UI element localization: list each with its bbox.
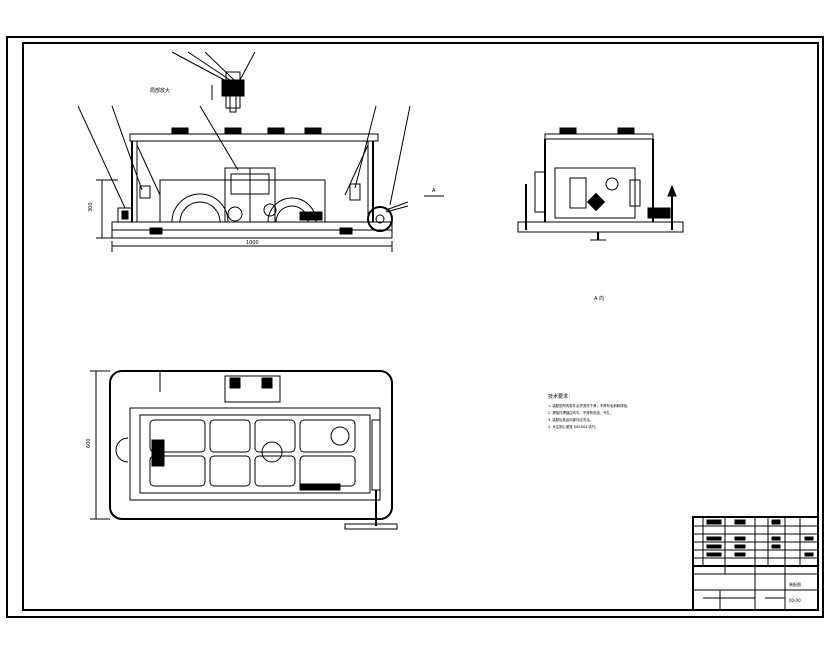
front-view (77, 105, 444, 252)
section-view-label: A 向 (594, 295, 604, 302)
side-view (517, 127, 684, 241)
tech-req-heading: 技术要求： (548, 393, 573, 400)
section-marker: A (432, 188, 436, 194)
tech-req-item-1: 1. 装配前所有零件必须清洗干净，不得有毛刺和锈蚀。 (548, 403, 630, 408)
outer-border (6, 36, 824, 618)
tech-req-item-3: 3. 装配后各运动部件应灵活。 (548, 417, 593, 422)
detail-label: 局部放大 (150, 87, 170, 94)
tech-req-item-4: 4. 未注明公差按 GB1804 执行。 (548, 424, 599, 429)
drawing-number: 00-00 (789, 598, 801, 603)
plan-view (90, 370, 398, 530)
dimension-width: 600 (86, 438, 92, 448)
inner-border (22, 42, 819, 611)
dimension-height: 300 (88, 202, 94, 212)
detail-view (171, 51, 256, 113)
drawing-title: 装配图 (789, 581, 801, 587)
dimension-length: 1000 (246, 240, 259, 246)
tech-req-item-2: 2. 焊接件焊缝应均匀，不得有夹渣、气孔。 (548, 410, 613, 415)
title-block (692, 516, 819, 611)
